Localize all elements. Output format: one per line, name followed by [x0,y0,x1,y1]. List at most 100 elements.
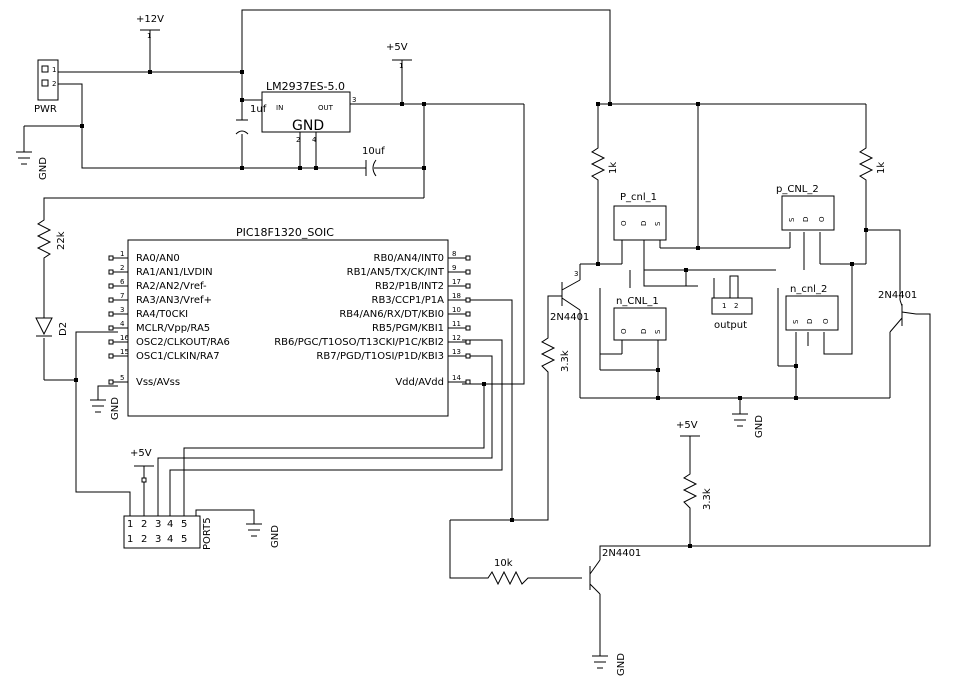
port-pin-num-top: 1 [127,519,133,530]
gnd-symbol-pwr: GND [16,151,49,180]
plus5v-top-symbol: +5V 1 [386,42,412,70]
port-pin-num: 1 [127,534,133,545]
svg-text:2: 2 [52,80,56,88]
mcu-pin-label: Vdd/AVdd [395,377,444,388]
svg-text:OUT: OUT [318,104,334,112]
svg-text:GND: GND [754,415,765,438]
plus12v-symbol: +12V 1 [136,14,164,40]
mcu-pin-label: RB7/PGD/T1OSI/P1D/KBI3 [316,351,444,362]
mcu-pin-label: Vss/AVss [136,377,180,388]
mcu-pin-label: RB3/CCP1/P1A [372,295,445,306]
resistor-3k3-q3: 3.3k [682,466,713,520]
resistor-3k3-q1: 3.3k [540,330,571,380]
svg-text:IN: IN [276,104,283,112]
port5-connector: 1 12 23 34 45 5 PORT5 [123,515,213,550]
svg-text:GND: GND [110,397,121,420]
gnd-symbol-q2: GND [592,653,627,676]
svg-text:S: S [654,329,662,334]
svg-text:1k: 1k [876,162,887,174]
resistor-10k: 10k [480,558,542,586]
mcu-pin-num: 4 [120,320,125,328]
mcu-pin-label: RA2/AN2/Vref- [136,281,207,292]
svg-text:S: S [654,221,662,226]
mcu-pin-num: 18 [452,292,461,300]
svg-text:1: 1 [147,32,151,40]
mcu-pin-num: 11 [452,320,461,328]
mcu-pin-label: MCLR/Vpp/RA5 [136,323,210,334]
svg-text:1uf: 1uf [250,104,267,115]
capacitor-1uf: 1uf [235,104,267,135]
svg-text:P_cnl_1: P_cnl_1 [620,192,657,203]
mcu-pin-label: OSC1/CLKIN/RA7 [136,351,220,362]
mcu-pin-num: 17 [452,278,461,286]
mcu-pin-label: RA4/T0CKI [136,309,188,320]
mcu-pin-num: 9 [452,264,456,272]
mcu-pin-num: 1 [120,250,124,258]
svg-text:S: S [792,319,800,324]
plus5v-top-label: +5V [386,42,408,53]
svg-text:3: 3 [574,270,578,278]
mosfet-n-cnl-2: n_cnl_2 S D O [785,284,839,331]
svg-text:22k: 22k [56,231,67,250]
port-pin-num: 3 [155,534,161,545]
svg-text:D: D [640,221,648,226]
svg-text:O: O [620,328,628,334]
svg-text:n_CNL_1: n_CNL_1 [616,296,659,307]
port-pin-num: 2 [141,534,147,545]
transistor-q1: 2N4401 3 [550,270,589,323]
svg-text:O: O [822,318,830,324]
mcu-pin-label: OSC2/CLKOUT/RA6 [136,337,230,348]
plus5v-port-symbol: +5V [130,448,154,483]
svg-text:O: O [818,216,826,222]
output-connector: 1 2 output [711,297,753,331]
svg-text:2: 2 [296,136,300,144]
mcu-pin-num: 6 [120,278,125,286]
port-pin-num-top: 2 [141,519,147,530]
plus5v-bottom-label: +5V [676,420,698,431]
port-pin-num-top: 3 [155,519,161,530]
svg-text:GND: GND [270,525,281,548]
gnd-symbol-mcu: GND [90,397,121,420]
port-pin-num-top: 5 [181,519,187,530]
plus12v-label: +12V [136,14,164,25]
pwr-connector: 1 2 PWR [34,59,59,115]
mcu-pin-num: 2 [120,264,124,272]
svg-text:D: D [640,329,648,334]
capacitor-10uf: 10uf [362,146,385,177]
plus5v-port-label: +5V [130,448,152,459]
mcu-pin-label: RA0/AN0 [136,253,180,264]
svg-text:1k: 1k [608,162,619,174]
mosfet-n-cnl-1: n_CNL_1 O D S [613,296,667,341]
mcu-pin-num: 8 [452,250,456,258]
mcu-pin-label: RB0/AN4/INT0 [374,253,445,264]
mcu-pin-num: 7 [120,292,124,300]
mosfet-p-cnl-2: p_CNL_2 S D O [776,184,835,231]
mcu-pin-num: 3 [120,306,124,314]
port5-label: PORT5 [202,517,213,550]
svg-text:4: 4 [312,136,317,144]
mcu-pin-label: RB5/PGM/KBI1 [372,323,444,334]
svg-text:D: D [802,217,810,222]
mcu-pin-num: 16 [120,334,129,342]
resistor-22k: 22k [36,214,67,262]
mcu-pin-label: RB1/AN5/TX/CK/INT [347,267,445,278]
port-pin-num: 4 [167,534,173,545]
pwr-label: PWR [34,104,57,115]
mcu-name: PIC18F1320_SOIC [236,226,334,239]
svg-text:GND: GND [38,157,49,180]
diode-d2: D2 [35,317,69,337]
mcu-pin-label: RB4/AN6/RX/DT/KBI0 [339,309,444,320]
port-pin-num: 5 [181,534,187,545]
svg-text:10k: 10k [494,558,513,569]
port-pin-num-top: 4 [167,519,173,530]
resistor-1k-left: 1k [590,140,619,186]
svg-text:2N4401: 2N4401 [550,312,589,323]
svg-text:output: output [714,320,747,331]
regulator-lm2937: LM2937ES-5.0 IN OUT GND 3 2 4 [261,80,356,144]
svg-text:1: 1 [722,302,726,310]
mosfet-p-cnl-1: P_cnl_1 O D S [613,192,667,241]
mcu-pin-num: 12 [452,334,461,342]
mcu-pin-label: RA1/AN1/LVDIN [136,267,213,278]
